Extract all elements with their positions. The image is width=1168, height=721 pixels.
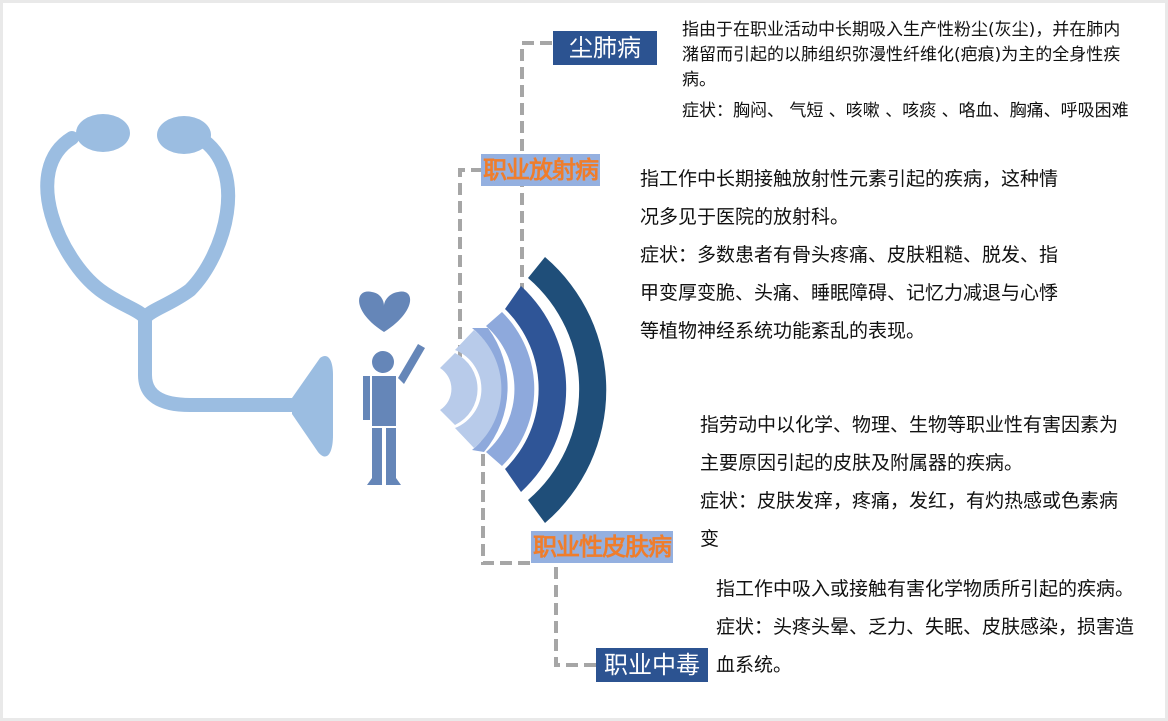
signal-waves-icon (440, 257, 607, 523)
disease-description: 指劳动中以化学、物理、生物等职业性有害因素为主要原因引起的皮肤及附属器的疾病。 (700, 414, 1119, 474)
disease-description: 指工作中长期接触放射性元素引起的疾病，这种情况多见于医院的放射科。 (640, 168, 1059, 228)
disease-title-occupational-poisoning: 职业中毒 (596, 648, 708, 682)
disease-title-pneumoconiosis: 尘肺病 (553, 31, 657, 65)
disease-description: 指工作中吸入或接触有害化学物质所引起的疾病。 (716, 578, 1135, 600)
disease-description: 指由于在职业活动中长期吸入生产性粉尘(灰尘)，并在肺内潴留而引起的以肺组织弥漫性… (682, 20, 1121, 90)
disease-title-occupational-dermatosis: 职业性皮肤病 (531, 531, 673, 563)
disease-title-radiation-sickness: 职业放射病 (481, 154, 600, 186)
disease-symptoms: 症状：皮肤发痒，疼痛，发红，有灼热感或色素病变 (700, 490, 1119, 550)
disease-symptoms: 症状：头疼头晕、乏力、失眠、皮肤感染，损害造血系统。 (716, 616, 1135, 676)
stethoscope-icon (40, 114, 333, 457)
disease-block-pneumoconiosis: 指由于在职业活动中长期吸入生产性粉尘(灰尘)，并在肺内潴留而引起的以肺组织弥漫性… (682, 18, 1137, 124)
disease-block-occupational-dermatosis: 指劳动中以化学、物理、生物等职业性有害因素为主要原因引起的皮肤及附属器的疾病。 … (700, 406, 1130, 558)
disease-symptoms: 症状：多数患者有骨头疼痛、皮肤粗糙、脱发、指甲变厚变脆、头痛、睡眠障碍、记忆力减… (640, 244, 1059, 342)
person-icon (363, 344, 425, 485)
disease-block-radiation-sickness: 指工作中长期接触放射性元素引起的疾病，这种情况多见于医院的放射科。 症状：多数患… (640, 160, 1070, 350)
heart-icon (359, 291, 411, 332)
dashed-connectors (458, 41, 596, 667)
disease-block-occupational-poisoning: 指工作中吸入或接触有害化学物质所引起的疾病。 症状：头疼头晕、乏力、失眠、皮肤感… (716, 570, 1146, 684)
disease-symptoms: 症状：胸闷、 气短 、咳嗽 、咳痰 、咯血、胸痛、呼吸困难 (682, 101, 1129, 121)
